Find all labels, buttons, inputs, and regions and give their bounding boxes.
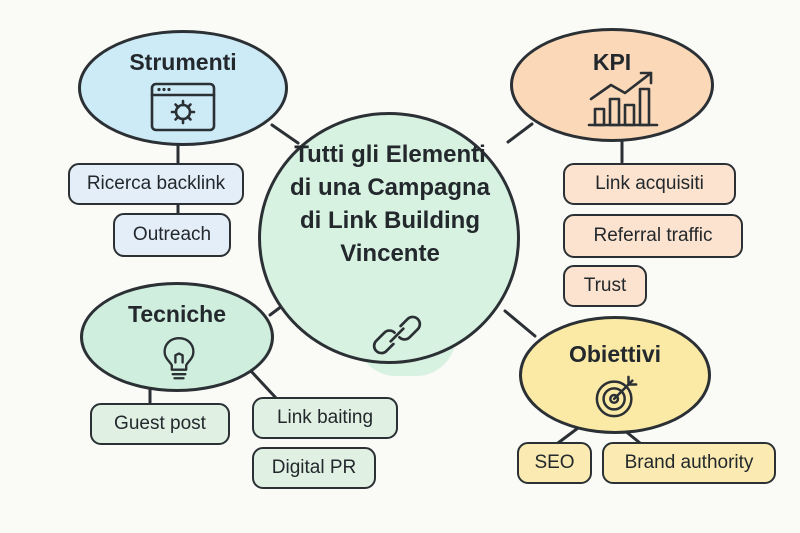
center-title: Tutti gli Elementi di una Campagna di Li… — [289, 141, 491, 267]
strumenti-item: Ricerca backlink — [68, 163, 244, 205]
tecniche-item: Link baiting — [252, 397, 398, 439]
kpi-title: KPI — [592, 49, 632, 75]
link-chain-icon — [372, 315, 422, 355]
obiettivi-title: Obiettivi — [568, 341, 661, 367]
strumenti-item: Outreach — [113, 213, 231, 257]
tecniche-item: Guest post — [90, 403, 230, 445]
tecniche-item: Digital PR — [252, 447, 376, 489]
obiettivi-item: Brand authority — [602, 442, 776, 484]
browser-gear-icon — [150, 82, 216, 132]
center-node — [258, 112, 520, 364]
obiettivi-item: SEO — [517, 442, 592, 484]
strumenti-title: Strumenti — [129, 49, 237, 75]
kpi-node: KPI — [510, 28, 714, 142]
kpi-item: Trust — [563, 265, 647, 307]
target-arrow-icon — [595, 375, 638, 418]
kpi-item: Link acquisiti — [563, 163, 736, 205]
obiettivi-node: Obiettivi — [519, 316, 711, 434]
tecniche-node: Tecniche — [80, 282, 274, 392]
tecniche-title: Tecniche — [128, 301, 226, 327]
bar-chart-growth-icon — [587, 71, 659, 127]
strumenti-node: Strumenti — [78, 30, 288, 146]
lightbulb-icon — [163, 337, 195, 380]
kpi-item: Referral traffic — [563, 214, 743, 258]
